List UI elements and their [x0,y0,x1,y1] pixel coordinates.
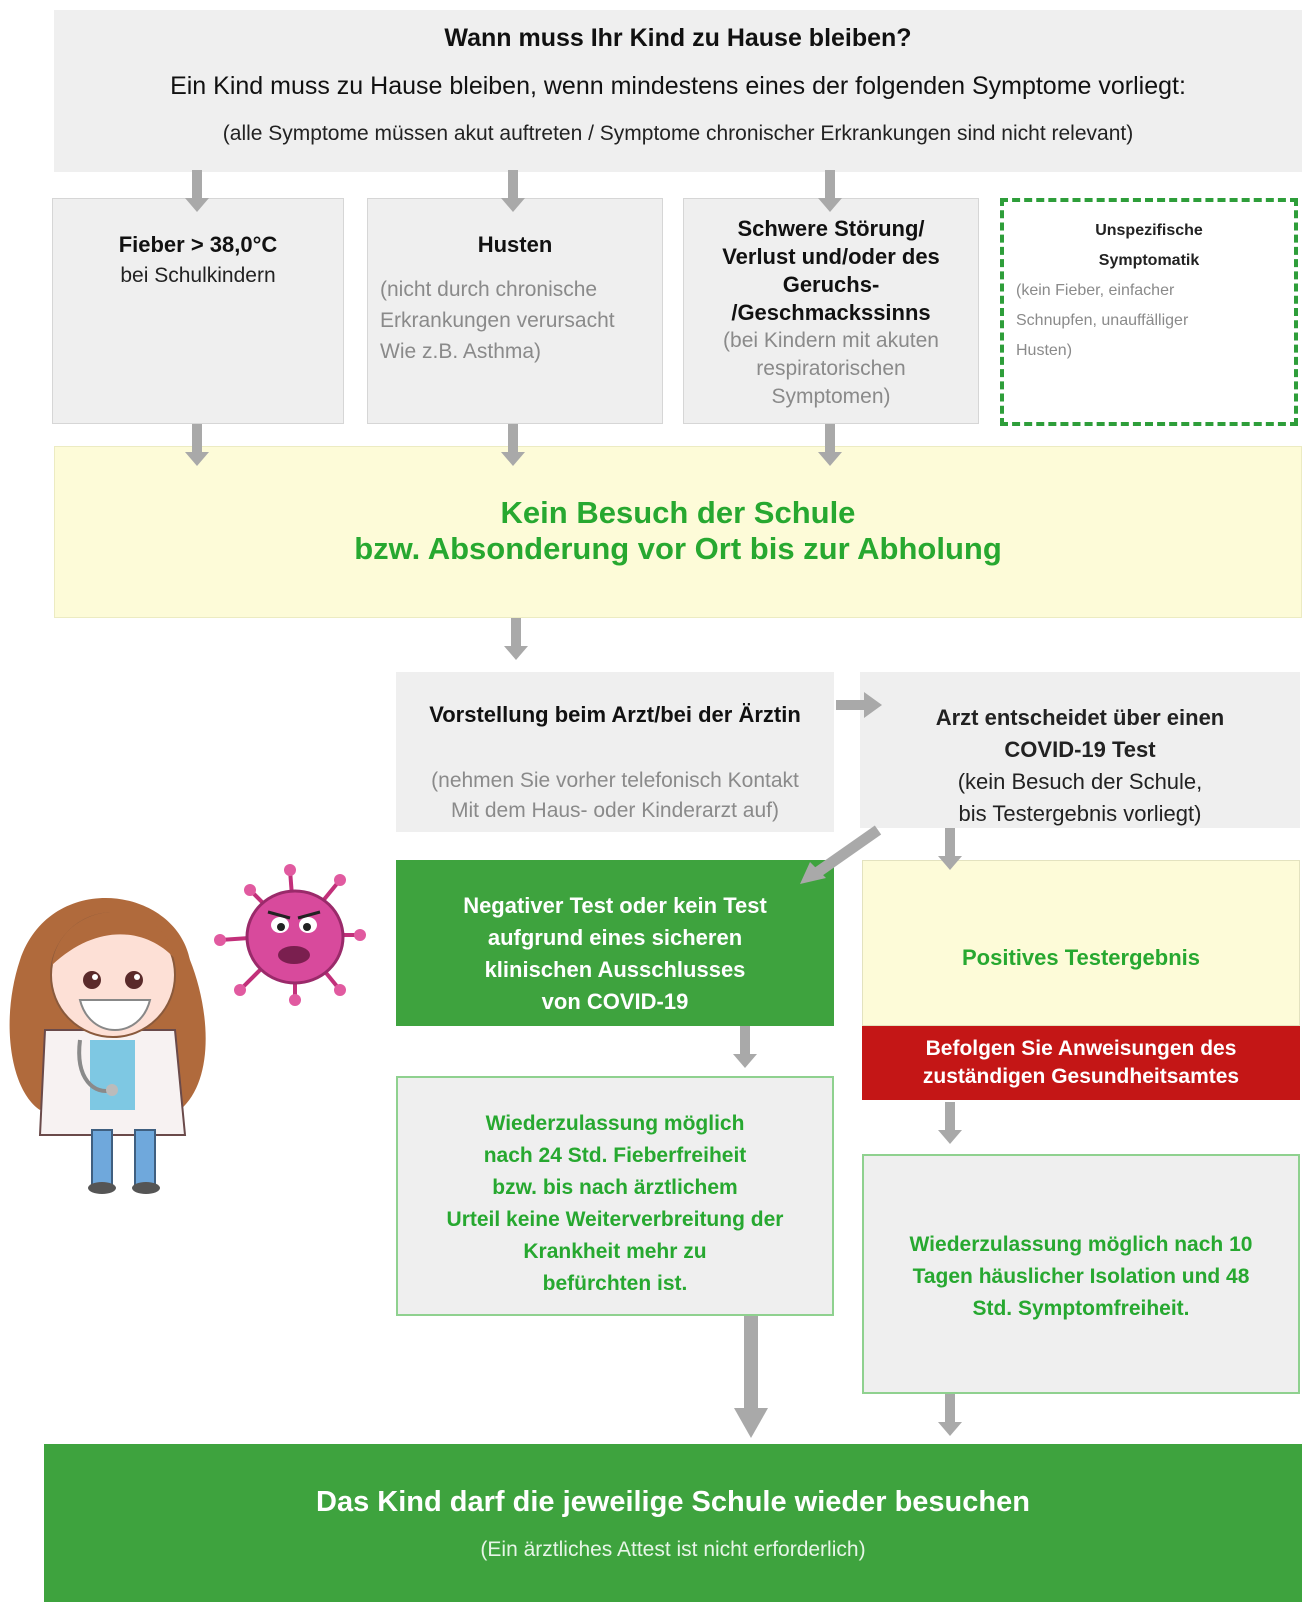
symptom-smell-box: Schwere Störung/ Verlust und/oder des Ge… [683,198,979,424]
negative-test-line: Negativer Test oder kein Test [463,893,767,918]
readmission-negative-box: Wiederzulassung möglich nach 24 Std. Fie… [396,1076,834,1316]
symptom-smell-detail-line: Symptomen) [771,385,891,408]
no-school-line: bzw. Absonderung vor Ort bis zur Abholun… [354,531,1002,566]
arrow-down-icon [938,828,962,870]
readmission-negative-line: bzw. bis nach ärztlichem [492,1176,738,1199]
positive-test-box: Positives Testergebnis [862,860,1300,1026]
arrow-down-icon [938,1102,962,1144]
covid-test-title-line: Arzt entscheidet über einen [935,705,1225,730]
doctor-visit-detail-line: (nehmen Sie vorher telefonisch Kontakt [431,769,799,792]
no-school-text: Kein Besuch der Schule bzw. Absonderung … [55,495,1301,567]
final-box: Das Kind darf die jeweilige Schule wiede… [44,1444,1302,1602]
doctor-illustration-icon [9,897,206,1194]
arrow-down-icon [818,170,842,212]
symptom-smell-detail-line: (bei Kindern mit akuten [723,329,939,352]
symptom-unspecific-title-line: Symptomatik [1098,252,1200,269]
arrow-right-icon [836,692,882,718]
covid-test-box: Arzt entscheidet über einen COVID-19 Tes… [860,672,1300,828]
arrow-down-icon [185,170,209,212]
symptom-unspecific-title-line: Unspezifische [1095,222,1203,239]
arrow-down-icon [501,424,525,466]
arrow-down-icon [185,424,209,466]
symptom-smell-title-line: Geruchs- [782,272,880,297]
symptom-cough-detail: (nicht durch chronische Erkrankungen ver… [368,274,662,367]
readmission-positive-line: Tagen häuslicher Isolation und 48 [912,1265,1250,1288]
negative-test-box: Negativer Test oder kein Test aufgrund e… [396,860,834,1026]
positive-test-text: Positives Testergebnis [961,945,1200,970]
virus-body-icon [214,864,366,1006]
covid-test-detail-line: (kein Besuch der Schule, [957,769,1203,794]
arrow-down-icon [818,424,842,466]
readmission-negative-line: befürchten ist. [542,1272,688,1295]
doctor-visit-detail: (nehmen Sie vorher telefonisch Kontakt M… [396,766,834,826]
arrow-down-icon [504,618,528,660]
header-title: Wann muss Ihr Kind zu Hause bleiben? [444,24,912,52]
readmission-negative-line: nach 24 Std. Fieberfreiheit [483,1144,747,1167]
arrow-down-icon [501,170,525,212]
doctor-visit-box: Vorstellung beim Arzt/bei der Ärztin (ne… [396,672,834,832]
readmission-negative-line: Urteil keine Weiterverbreitung der [446,1208,784,1231]
final-title: Das Kind darf die jeweilige Schule wiede… [316,1486,1030,1518]
symptom-fever-title: Fieber > 38,0°C [118,232,278,257]
symptom-unspecific-detail-line: Schnupfen, unauffälliger [1016,312,1189,329]
health-authority-line: Befolgen Sie Anweisungen des [925,1037,1237,1060]
symptom-smell-detail-line: respiratorischen [756,357,906,380]
negative-test-line: von COVID-19 [541,989,689,1014]
symptom-smell-title-line: Verlust und/oder des [722,244,940,269]
header-box: Wann muss Ihr Kind zu Hause bleiben? Ein… [54,10,1302,172]
final-note: (Ein ärztliches Attest ist nicht erforde… [480,1538,866,1561]
header-note: (alle Symptome müssen akut auftreten / S… [222,122,1134,145]
arrow-down-icon [938,1394,962,1436]
negative-test-line: klinischen Ausschlusses [484,957,746,982]
no-school-box: Kein Besuch der Schule bzw. Absonderung … [54,446,1302,618]
negative-test-line: aufgrund eines sicheren [487,925,743,950]
arrow-down-icon [733,1026,757,1068]
covid-test-title-line: COVID-19 Test [1004,737,1156,762]
doctor-visit-detail-line: Mit dem Haus- oder Kinderarzt auf) [451,799,779,822]
symptom-smell-title-line: /Geschmackssinns [731,300,931,325]
symptom-cough-detail-line: Wie z.B. Asthma) [380,340,542,363]
symptom-smell-title-line: Schwere Störung/ [737,216,925,241]
doctor-visit-title: Vorstellung beim Arzt/bei der Ärztin [429,702,801,727]
readmission-negative-line: Krankheit mehr zu [523,1240,707,1263]
symptom-unspecific-detail-line: (kein Fieber, einfacher [1016,282,1175,299]
symptom-unspecific-detail-line: Husten) [1016,342,1073,359]
readmission-positive-line: Wiederzulassung möglich nach 10 [909,1233,1253,1256]
health-authority-box: Befolgen Sie Anweisungen des zuständigen… [862,1026,1300,1100]
readmission-positive-box: Wiederzulassung möglich nach 10 Tagen hä… [862,1154,1300,1394]
symptom-unspecific-box: Unspezifische Symptomatik (kein Fieber, … [1000,198,1298,426]
covid-test-detail-line: bis Testergebnis vorliegt) [958,801,1202,826]
symptom-unspecific-detail: (kein Fieber, einfacher Schnupfen, unauf… [1004,276,1294,366]
no-school-line: Kein Besuch der Schule [500,495,856,530]
readmission-negative-line: Wiederzulassung möglich [485,1112,745,1135]
health-authority-line: zuständigen Gesundheitsamtes [922,1065,1240,1088]
header-subtitle: Ein Kind muss zu Hause bleiben, wenn min… [170,72,1186,100]
symptom-fever-detail: bei Schulkindern [120,264,276,287]
symptom-cough-detail-line: Erkrankungen verursacht [380,309,615,332]
symptom-cough-title: Husten [477,232,553,257]
arrow-down-icon [734,1316,768,1438]
arrow-diagonal-icon [800,825,882,884]
symptom-cough-detail-line: (nicht durch chronische [380,278,598,301]
readmission-positive-line: Std. Symptomfreiheit. [972,1297,1190,1320]
